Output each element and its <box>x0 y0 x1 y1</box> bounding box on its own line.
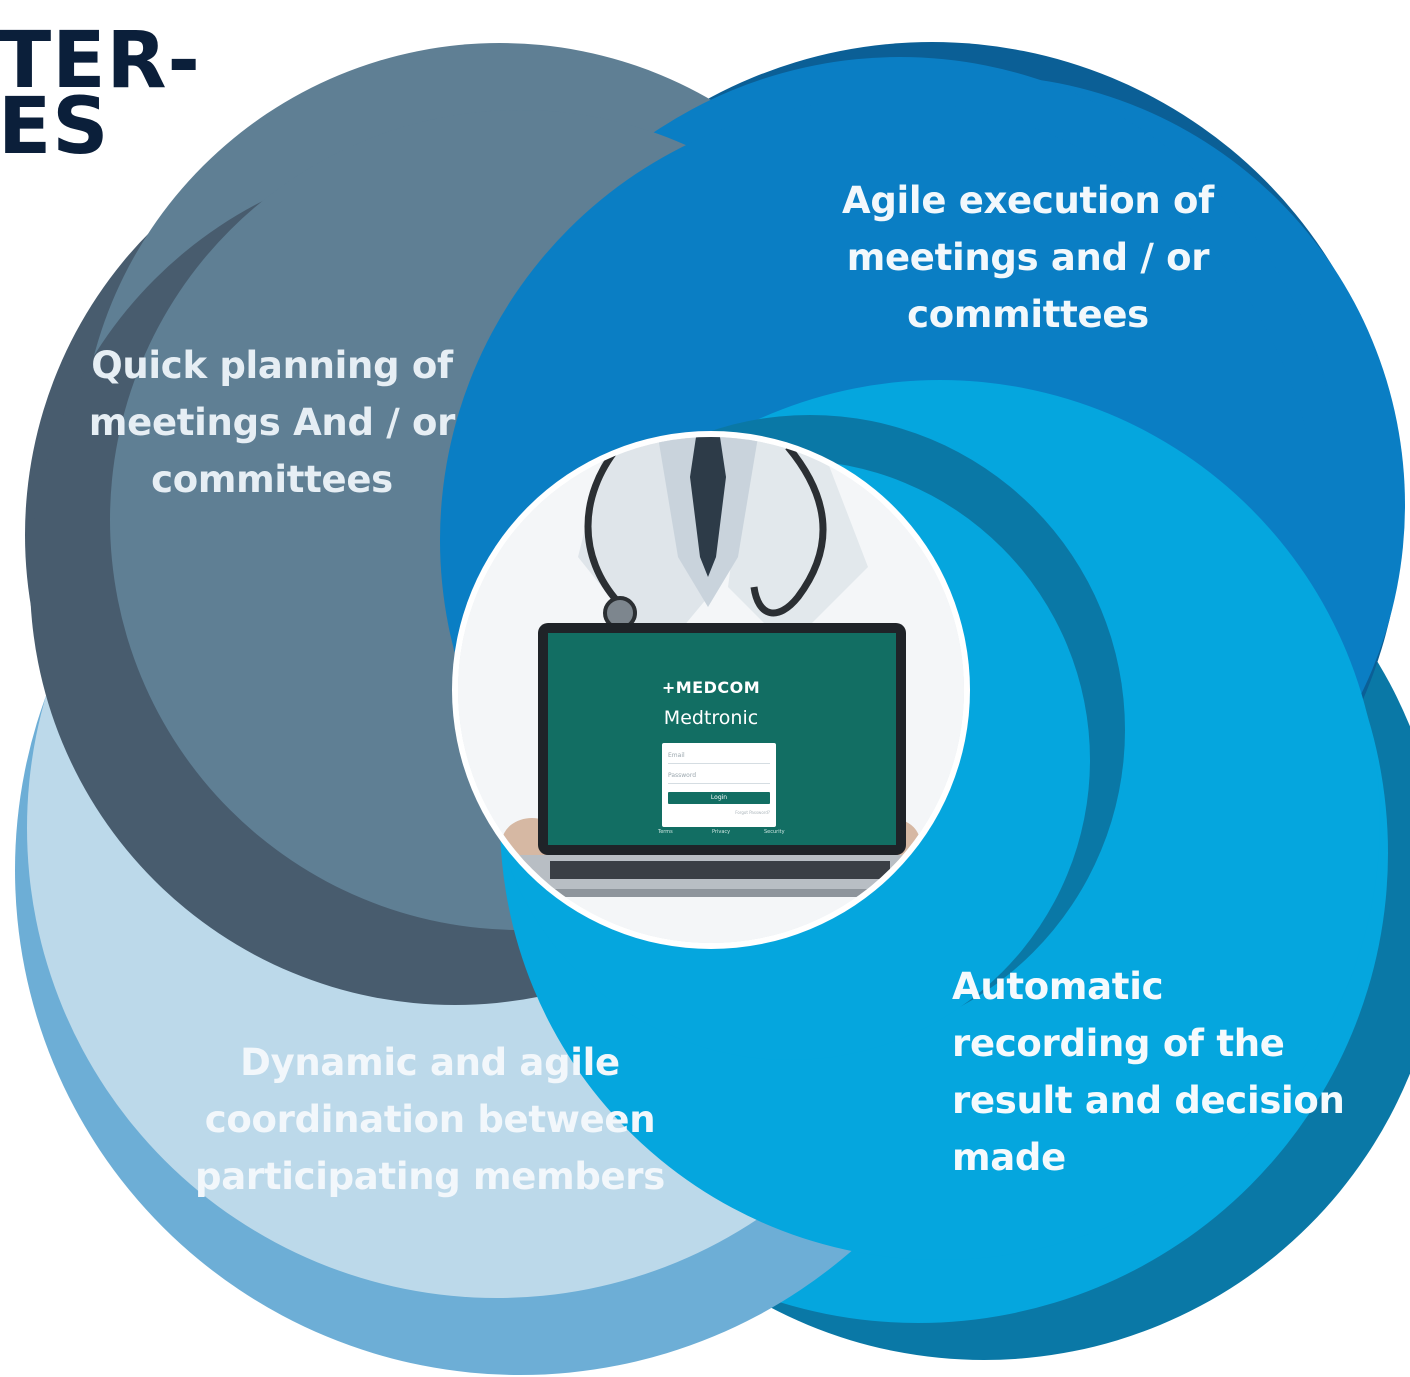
label-line: Agile execution of <box>842 179 1214 222</box>
login-button[interactable]: Login <box>668 792 770 804</box>
stethoscope-tube <box>584 444 621 605</box>
password-field[interactable]: Password <box>668 769 770 784</box>
label-line: coordination between <box>204 1098 656 1141</box>
label-line: participating members <box>195 1155 665 1198</box>
label-quick-planning: Quick planning of meetings And / or comm… <box>62 337 482 508</box>
laptop-edge <box>486 889 958 897</box>
footer-link-terms[interactable]: Terms <box>658 829 673 835</box>
footer-link-privacy[interactable]: Privacy <box>712 829 731 835</box>
medtronic-logo: Medtronic <box>663 707 759 729</box>
label-line: meetings and / or <box>846 236 1210 279</box>
tie <box>690 437 726 577</box>
email-field[interactable]: Email <box>668 749 770 764</box>
forgot-password-link[interactable]: Forgot Password? <box>735 810 770 815</box>
label-line: made <box>952 1136 1066 1179</box>
login-form: Email Password Login Forgot Password? <box>662 743 776 827</box>
label-line: Automatic <box>952 965 1164 1008</box>
label-dynamic-coordination: Dynamic and agile coordination between p… <box>170 1034 690 1205</box>
stethoscope-tube-right <box>750 444 827 617</box>
laptop-keyboard <box>550 861 890 879</box>
label-agile-execution: Agile execution of meetings and / or com… <box>818 172 1238 343</box>
heading-line-2: ES <box>0 82 110 172</box>
center-photo-doctor-laptop: +MEDCOM Medtronic Email Password Login F… <box>458 437 964 943</box>
label-line: Dynamic and agile <box>240 1041 620 1084</box>
label-line: meetings And / or <box>88 401 456 444</box>
label-line: committees <box>151 458 393 501</box>
label-line: committees <box>907 293 1149 336</box>
page-heading: TER- ES <box>0 16 201 172</box>
coat-shadow-right <box>728 437 868 647</box>
label-line: Quick planning of <box>91 344 453 387</box>
label-line: result and decision <box>952 1079 1345 1122</box>
doctor-laptop-illustration <box>458 437 964 943</box>
medcom-logo: +MEDCOM <box>661 678 761 697</box>
label-automatic-recording: Automatic recording of the result and de… <box>952 958 1410 1186</box>
footer-link-security[interactable]: Security <box>764 829 785 835</box>
label-line: recording of the <box>952 1022 1285 1065</box>
heading-line-1: TER- <box>0 16 201 106</box>
